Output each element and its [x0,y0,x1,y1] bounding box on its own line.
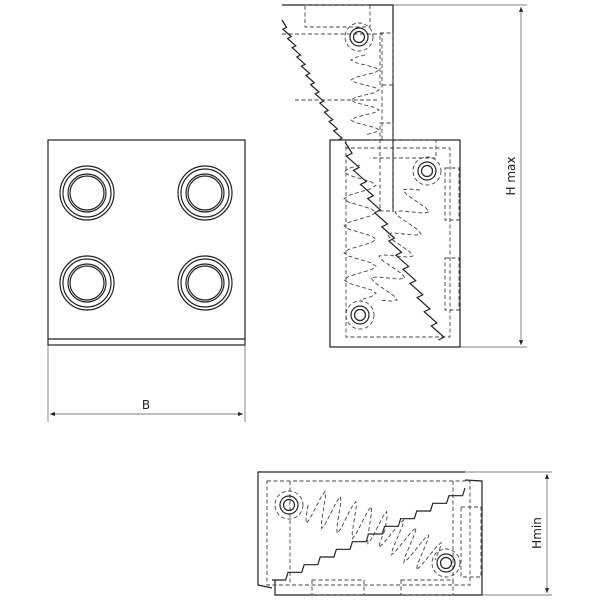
hole-outer-ring [59,165,115,221]
serrated-edge [281,19,344,141]
bolt-head [349,27,369,47]
bolt-bore [282,498,296,512]
spring [343,164,377,301]
bolt-clearance [344,22,374,52]
hole-bore [69,175,105,211]
front-view-body [47,139,246,346]
hole-ring [180,258,230,308]
hole-ring [180,168,230,218]
bolt-clearance [412,156,442,186]
hole-outer-ring [59,255,115,311]
hole-outer-ring [177,255,233,311]
hole-bore [69,265,105,301]
dimension-b-label: B [142,398,150,412]
bolt-clearance [431,548,461,578]
dimension-h-max-label: H max [504,157,518,196]
dimension-b: B [47,345,246,422]
bolt-clearance [345,300,375,330]
bolt-bore [353,308,367,322]
bolt-head [350,305,370,325]
bolt-head [417,161,437,181]
hole-inner-ring [185,173,225,213]
bolt-head [279,495,299,515]
hole-bore [187,175,223,211]
hole-ring [62,168,112,218]
hole-inner-ring [67,173,107,213]
bolt-bore [420,164,434,178]
dimension-h-min: Hmin [465,471,552,596]
side-view-compressed [257,471,483,596]
front-view [47,139,246,346]
hole-outer-ring [177,165,233,221]
spring [350,54,380,136]
dimension-h-max: H max [393,4,527,348]
bolt-clearance [274,490,304,520]
hole-inner-ring [67,263,107,303]
bolt-bore [439,556,453,570]
bolt-bore [352,30,366,44]
spring [305,490,388,545]
side-view-extended [281,4,461,348]
hole-bore [187,265,223,301]
spring [378,519,442,571]
dimension-h-min-label: Hmin [530,517,544,549]
hole-ring [62,258,112,308]
spring [370,188,430,302]
mounting-holes [59,165,233,311]
bolt-head [436,553,456,573]
hole-inner-ring [185,263,225,303]
serrated-edge [344,141,446,341]
